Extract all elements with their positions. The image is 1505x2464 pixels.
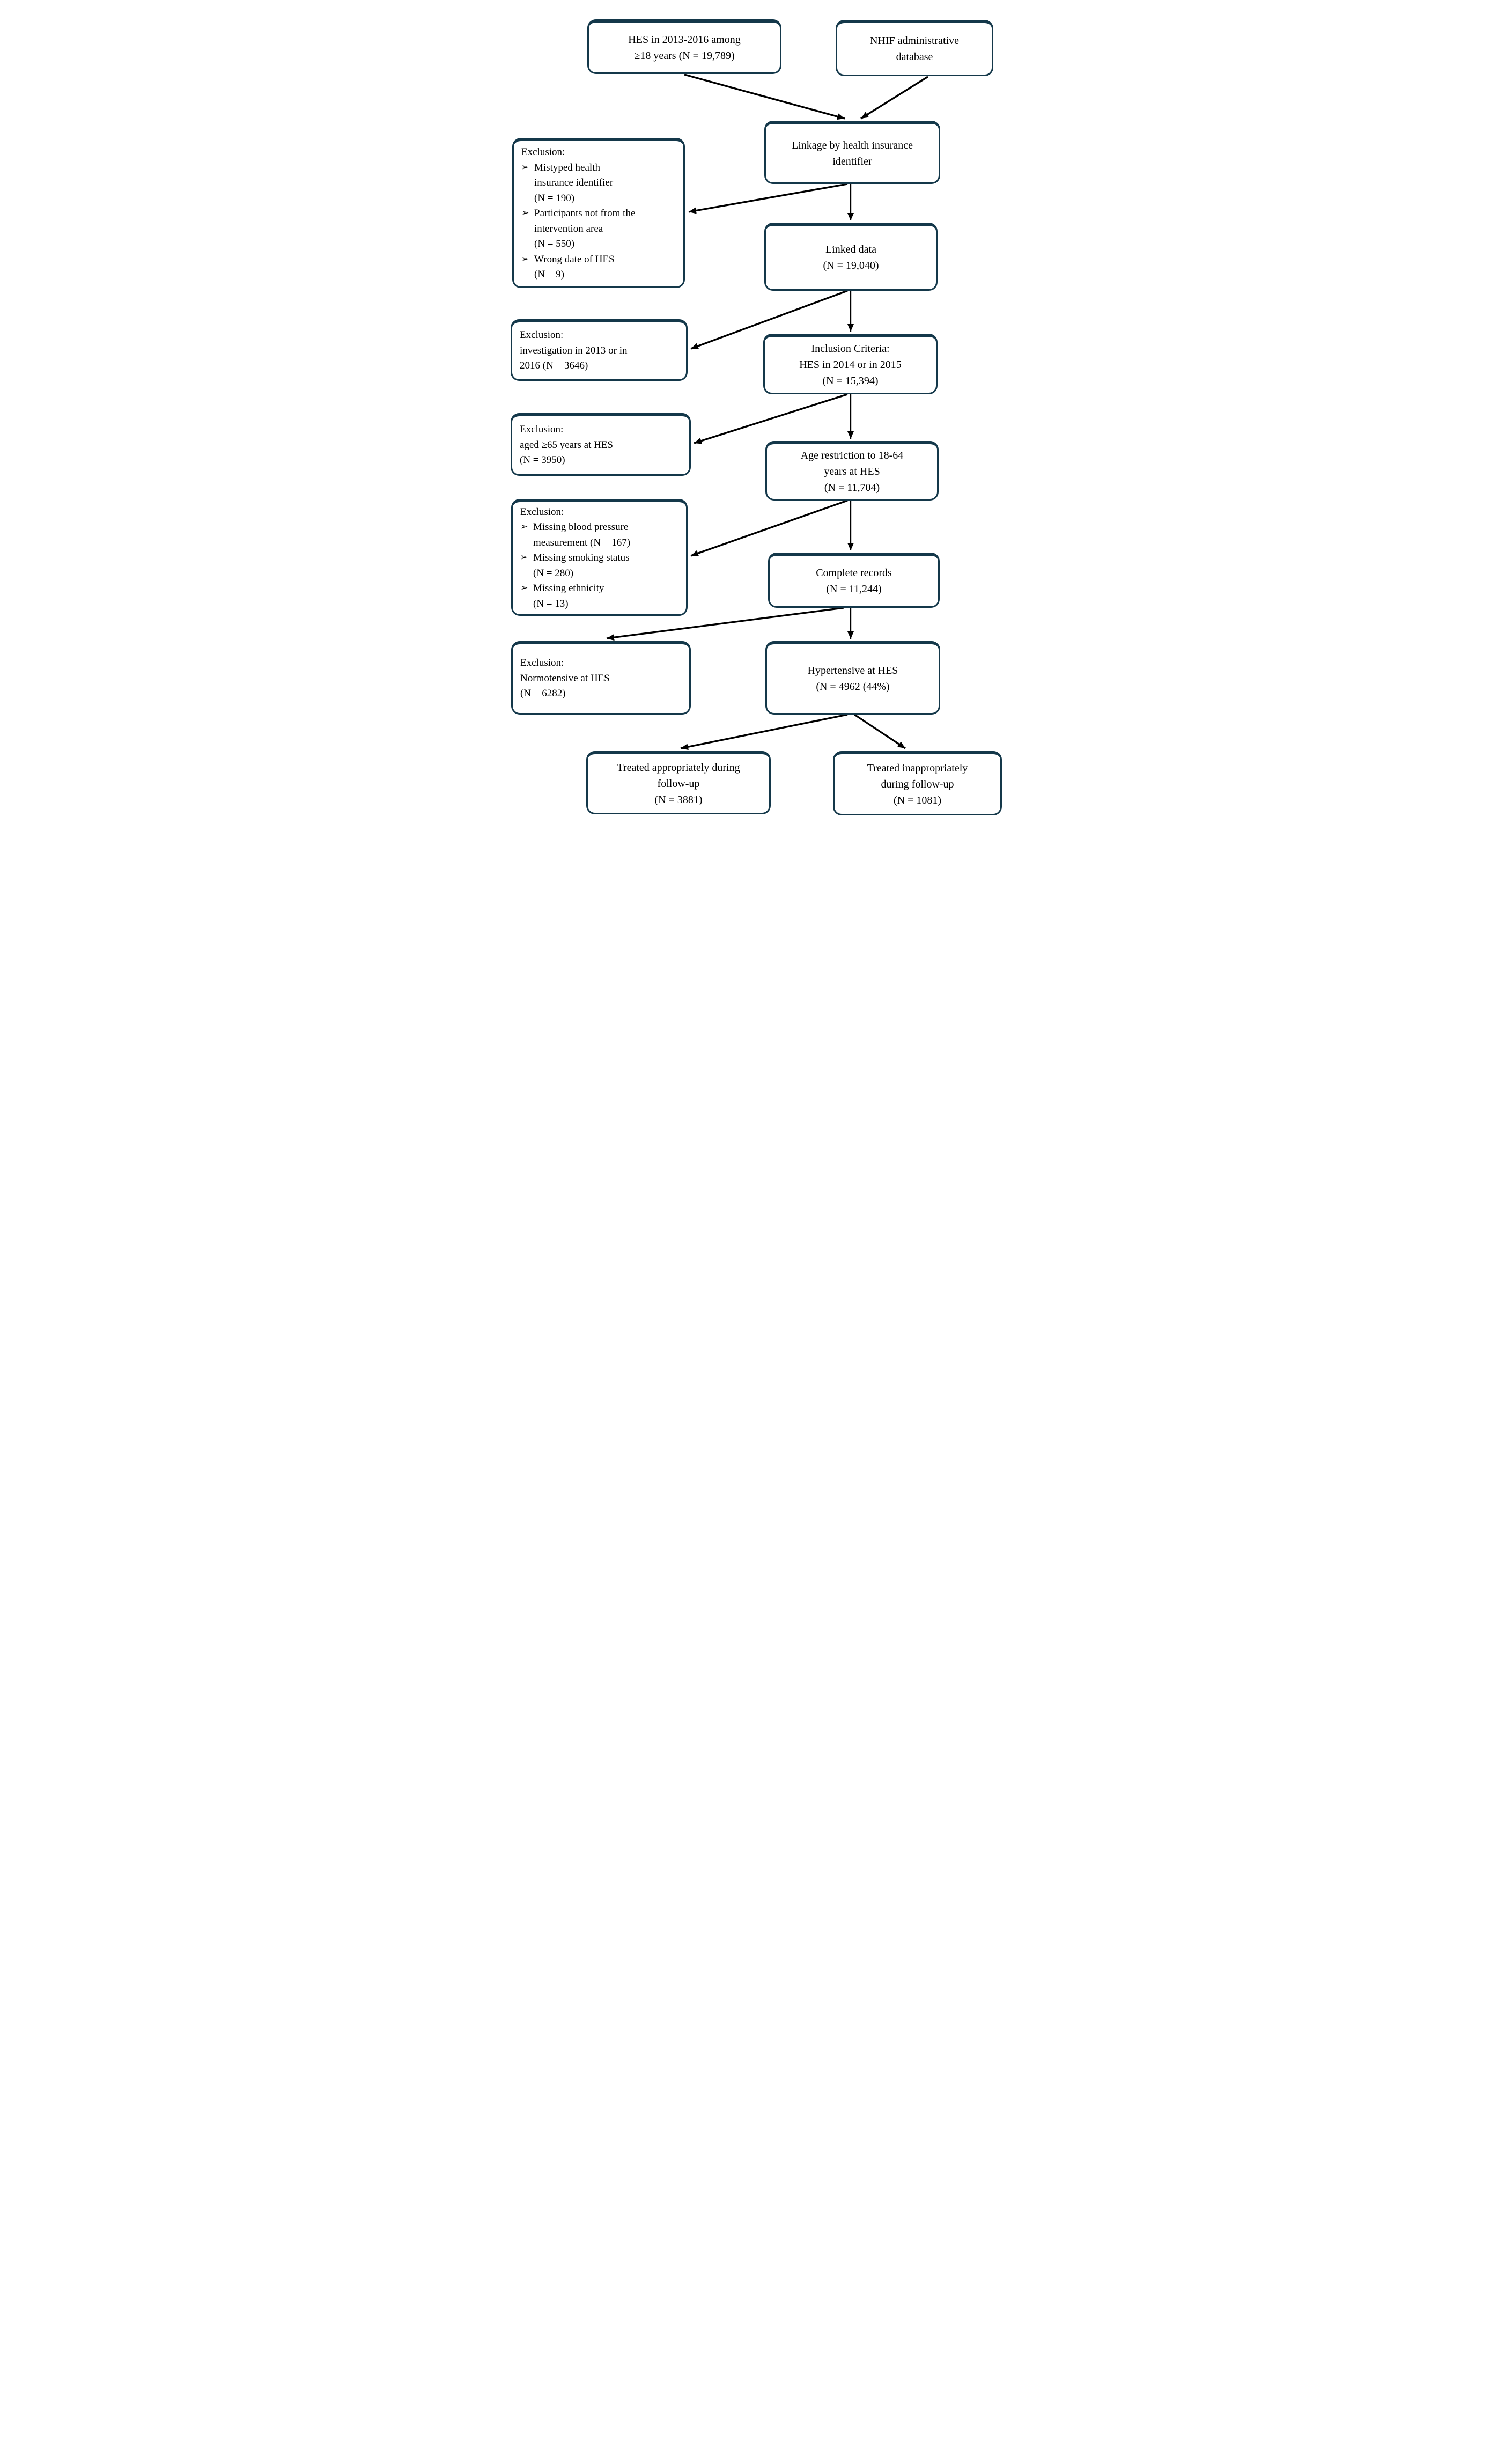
box-text-line: Mistyped health	[534, 161, 600, 173]
exclusion-heading: Exclusion:	[520, 329, 564, 341]
box-text-line: (N = 3881)	[654, 793, 703, 806]
box-exclusion-missing-data: Exclusion: ➢ Missing blood pressure meas…	[511, 499, 688, 616]
box-text-line: (N = 11,704)	[824, 482, 880, 494]
box-text-line: (N = 19,040)	[823, 260, 879, 271]
arrow-linkage-to-exclusion	[688, 183, 848, 214]
bullet-text: Participants not from the intervention a…	[534, 206, 677, 252]
box-text-line: Linked data	[825, 244, 876, 255]
box-text-line: (N = 6282)	[520, 688, 566, 700]
arrowhead-bullet-icon: ➢	[520, 521, 528, 532]
box-text-line: 2016 (N = 3646)	[520, 360, 588, 372]
box-complete-records: Complete records (N = 11,244)	[768, 553, 940, 608]
box-nhif-database: NHIF administrative database	[836, 20, 993, 76]
box-text-line: Missing smoking status	[533, 552, 630, 564]
arrow-hypertensive-to-treated-inappropriately	[854, 714, 906, 749]
exclusion-heading: Exclusion:	[520, 424, 564, 436]
box-text-line: (N = 3950)	[520, 454, 565, 466]
box-treated-appropriately: Treated appropriately during follow-up (…	[586, 751, 771, 814]
bullet-text: Mistyped health insurance identifier (N …	[534, 160, 677, 207]
arrow-age-restriction-to-exclusion	[690, 499, 848, 557]
arrow-inclusion-to-exclusion	[694, 393, 848, 444]
box-text-line: database	[896, 51, 933, 63]
box-linkage: Linkage by health insurance identifier	[764, 121, 940, 184]
box-hes-survey: HES in 2013-2016 among ≥18 years (N = 19…	[587, 19, 781, 74]
box-text-line: Age restriction to 18-64	[800, 450, 904, 461]
flow-diagram: HES in 2013-2016 among ≥18 years (N = 19…	[501, 0, 1004, 821]
box-age-restriction: Age restriction to 18-64 years at HES (N…	[765, 441, 939, 501]
arrow-nhif-to-linkage	[860, 76, 928, 120]
box-text-line: Inclusion Criteria:	[811, 343, 890, 355]
exclusion-heading: Exclusion:	[520, 506, 564, 518]
box-text-line: HES in 2014 or in 2015	[799, 359, 902, 371]
arrowhead-bullet-icon: ➢	[521, 161, 529, 172]
box-text-line: (N = 15,394)	[822, 375, 879, 387]
arrowhead-bullet-icon: ➢	[521, 208, 529, 218]
arrow-hypertensive-to-treated-appropriately	[680, 714, 848, 751]
exclusion-heading: Exclusion:	[521, 146, 565, 158]
box-text-line: measurement (N = 167)	[533, 536, 631, 548]
arrowhead-bullet-icon: ➢	[520, 552, 528, 563]
box-hypertensive: Hypertensive at HES (N = 4962 (44%)	[765, 641, 940, 715]
box-exclusion-age: Exclusion: aged ≥65 years at HES (N = 39…	[511, 413, 691, 476]
arrowhead-bullet-icon: ➢	[521, 253, 529, 264]
box-text-line: Participants not from the	[534, 208, 636, 219]
bullet-text: Missing smoking status (N = 280)	[533, 550, 680, 581]
box-text-line: ≥18 years (N = 19,789)	[634, 49, 735, 62]
box-text-line: (N = 1081)	[893, 794, 942, 806]
box-exclusion-year: Exclusion: investigation in 2013 or in 2…	[511, 319, 688, 381]
box-exclusion-linkage: Exclusion: ➢ Mistyped health insurance i…	[512, 138, 685, 288]
bullet-text: Wrong date of HES (N = 9)	[534, 252, 677, 283]
exclusion-heading: Exclusion:	[520, 657, 564, 669]
box-text-line: Wrong date of HES	[534, 253, 615, 265]
box-text-line: years at HES	[824, 466, 880, 477]
exclusion-bullet-item: ➢ Wrong date of HES (N = 9)	[521, 252, 677, 283]
box-exclusion-normotensive: Exclusion: Normotensive at HES (N = 6282…	[511, 641, 691, 715]
box-text-line: (N = 550)	[534, 238, 575, 250]
exclusion-bullet-item: ➢ Missing ethnicity (N = 13)	[520, 581, 680, 612]
box-text-line: (N = 11,244)	[826, 583, 882, 595]
bullet-text: Missing ethnicity (N = 13)	[533, 581, 680, 612]
exclusion-bullet-item: ➢ Missing smoking status (N = 280)	[520, 550, 680, 581]
box-text-line: (N = 190)	[534, 192, 575, 204]
arrowhead-bullet-icon: ➢	[520, 583, 528, 593]
box-text-line: intervention area	[534, 223, 603, 234]
box-text-line: identifier	[832, 155, 872, 167]
box-text-line: (N = 13)	[533, 598, 569, 609]
exclusion-bullet-item: ➢ Participants not from the intervention…	[521, 206, 677, 252]
box-treated-inappropriately: Treated inappropriately during follow-up…	[833, 751, 1002, 815]
box-text-line: during follow-up	[881, 778, 954, 790]
arrow-hes-to-linkage	[684, 73, 845, 120]
box-text-line: insurance identifier	[534, 177, 614, 189]
box-text-line: Missing blood pressure	[533, 521, 629, 533]
box-text-line: HES in 2013-2016 among	[628, 33, 741, 46]
box-text-line: Complete records	[816, 567, 892, 579]
box-text-line: NHIF administrative	[869, 35, 960, 47]
box-text-line: investigation in 2013 or in	[520, 344, 628, 356]
box-text-line: (N = 4962 (44%)	[816, 681, 890, 693]
box-text-line: Normotensive at HES	[520, 672, 610, 684]
box-text-line: Hypertensive at HES	[807, 665, 898, 676]
box-text-line: Treated inappropriately	[867, 762, 968, 774]
box-text-line: Missing ethnicity	[533, 583, 604, 594]
box-inclusion-criteria: Inclusion Criteria: HES in 2014 or in 20…	[763, 334, 938, 394]
exclusion-bullet-item: ➢ Mistyped health insurance identifier (…	[521, 160, 677, 207]
box-text-line: Linkage by health insurance	[791, 139, 913, 151]
box-text-line: (N = 280)	[533, 567, 574, 579]
box-text-line: follow-up	[657, 777, 700, 790]
box-linked-data: Linked data (N = 19,040)	[764, 223, 938, 291]
exclusion-bullet-item: ➢ Missing blood pressure measurement (N …	[520, 520, 680, 550]
bullet-text: Missing blood pressure measurement (N = …	[533, 520, 680, 550]
box-text-line: aged ≥65 years at HES	[520, 439, 613, 451]
box-text-line: (N = 9)	[534, 269, 565, 281]
box-text-line: Treated appropriately during	[617, 761, 740, 774]
